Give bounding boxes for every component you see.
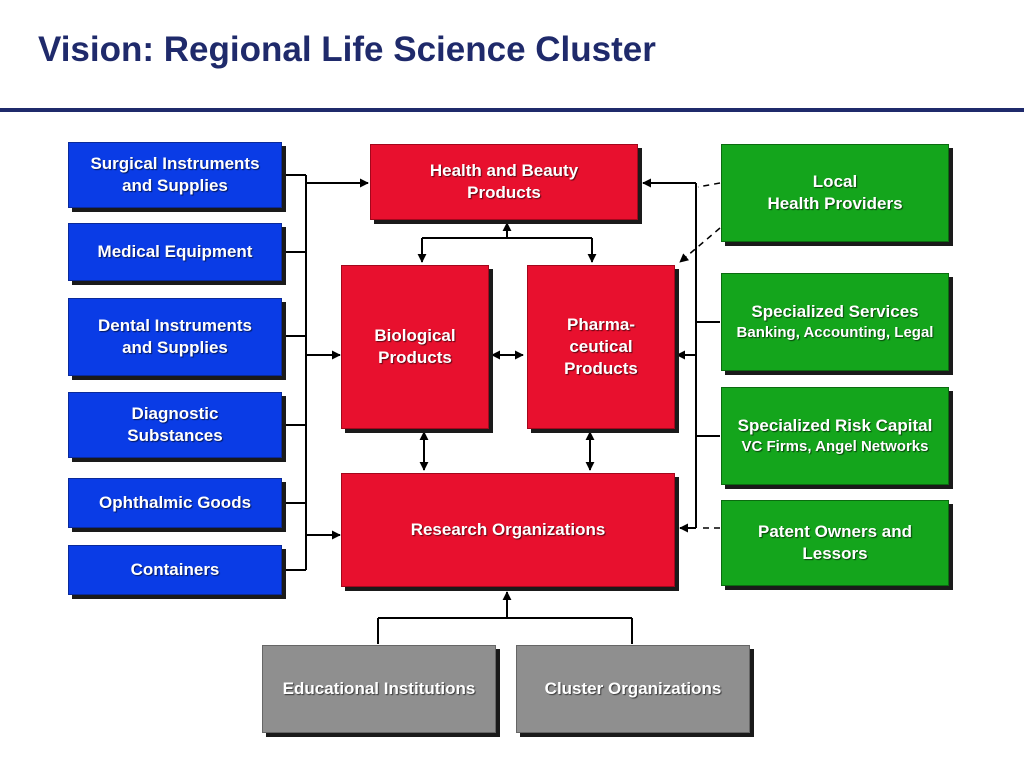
core-health-beauty-products: Health and Beauty Products	[370, 144, 638, 220]
supplier-dental-instruments: Dental Instruments and Supplies	[68, 298, 282, 376]
core-label: Products	[378, 348, 452, 367]
institution-label: Educational Institutions	[282, 678, 476, 698]
core-research-organizations: Research Organizations	[341, 473, 675, 587]
supplier-containers: Containers	[68, 545, 282, 595]
supplier-label: and Supplies	[122, 338, 228, 357]
service-patent-owners-lessors: Patent Owners and Lessors	[721, 500, 949, 586]
institution-label: Cluster Organizations	[544, 678, 722, 698]
core-label: Research Organizations	[410, 519, 606, 539]
service-subtitle: Banking, Accounting, Legal	[736, 324, 934, 342]
title-divider	[0, 108, 1024, 112]
service-title: Lessors	[802, 544, 868, 563]
service-title: Health Providers	[767, 194, 903, 213]
dashed-arrow-to-pharma	[679, 227, 721, 263]
supplier-label: Diagnostic	[131, 403, 219, 423]
core-label: Pharma-	[566, 314, 636, 334]
page-title: Vision: Regional Life Science Cluster	[38, 30, 656, 69]
supplier-label: Medical Equipment	[97, 241, 253, 261]
service-title: Local	[812, 171, 858, 191]
service-title: Specialized Risk Capital	[737, 416, 933, 436]
institution-educational: Educational Institutions	[262, 645, 496, 733]
core-label: Health and Beauty	[429, 160, 579, 180]
core-label: Products	[564, 359, 638, 379]
supplier-label: Dental Instruments	[98, 315, 252, 335]
supplier-label: Ophthalmic Goods	[98, 492, 252, 512]
supplier-diagnostic-substances: Diagnostic Substances	[68, 392, 282, 458]
core-biological-products: Biological Products	[341, 265, 489, 429]
supplier-label: Surgical Instruments	[90, 153, 260, 173]
supplier-label: Substances	[127, 426, 223, 445]
service-specialized-services: Specialized Services Banking, Accounting…	[721, 273, 949, 371]
service-title: Specialized Services	[751, 302, 919, 322]
dashed-connector	[697, 182, 721, 188]
core-label: Biological	[374, 325, 456, 345]
supplier-medical-equipment: Medical Equipment	[68, 223, 282, 281]
supplier-label: Containers	[130, 559, 220, 579]
core-pharmaceutical-products: Pharma- ceutical Products	[527, 265, 675, 429]
service-title: Patent Owners and	[758, 521, 912, 541]
supplier-surgical-instruments: Surgical Instruments and Supplies	[68, 142, 282, 208]
supplier-ophthalmic-goods: Ophthalmic Goods	[68, 478, 282, 528]
core-label: ceutical	[569, 336, 633, 356]
service-specialized-risk-capital: Specialized Risk Capital VC Firms, Angel…	[721, 387, 949, 485]
institution-cluster-organizations: Cluster Organizations	[516, 645, 750, 733]
supplier-label: and Supplies	[122, 176, 228, 195]
service-local-health-providers: Local Health Providers	[721, 144, 949, 242]
service-subtitle: VC Firms, Angel Networks	[741, 438, 929, 456]
core-label: Products	[467, 183, 541, 202]
